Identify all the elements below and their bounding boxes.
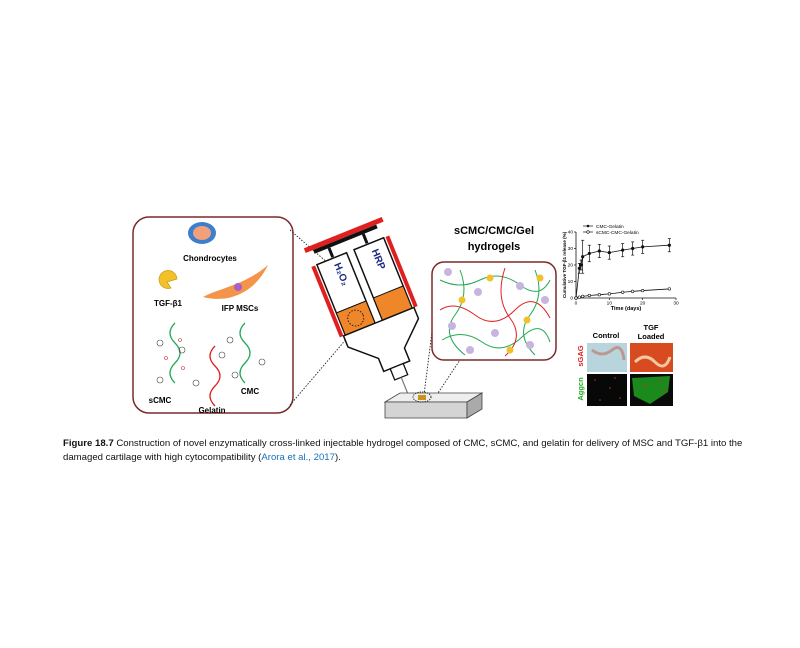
- tgf-icon: [158, 270, 178, 289]
- data-point: [587, 251, 591, 256]
- x-tick-label: 20: [640, 301, 646, 307]
- x-tick-label: 0: [575, 301, 578, 307]
- data-point: [577, 266, 581, 270]
- figure-caption: Figure 18.7 Construction of novel enzyma…: [63, 437, 743, 465]
- data-point: [641, 245, 645, 249]
- series-line-2: [575, 288, 670, 299]
- data-point: [597, 249, 601, 253]
- cells: [444, 268, 549, 354]
- y-tick-label: 40: [568, 230, 574, 236]
- legend-series-1: CMC-Gelatin: [596, 224, 624, 230]
- data-point: [581, 294, 585, 298]
- data-point: [667, 287, 671, 291]
- col-control: Control: [593, 331, 620, 340]
- data-point: [579, 263, 583, 267]
- data-point: [621, 290, 625, 294]
- hydrogel-title-line1: sCMC/CMC/Gel: [454, 225, 534, 237]
- legend-series-2: sCMC-CMC-Gelatin: [596, 230, 639, 236]
- data-point: [621, 248, 625, 252]
- dual-syringe: H₂O₂ HRP: [303, 216, 420, 402]
- label-cmc: CMC: [241, 387, 259, 396]
- data-point: [607, 292, 611, 296]
- y-axis-label: Cumulative TGF-β1 release (%): [562, 231, 567, 298]
- label-tgf: TGF-β1: [154, 299, 183, 308]
- y-tick-label: 20: [568, 263, 574, 269]
- y-tick-label: 0: [570, 296, 573, 302]
- caption-end: ).: [334, 452, 341, 463]
- data-point: [587, 293, 591, 298]
- micrograph-control-aggcn: [587, 374, 627, 406]
- caption-text: Construction of novel enzymatically cros…: [63, 438, 743, 463]
- row-sgag: sGAG: [576, 345, 585, 366]
- data-point: [597, 293, 601, 297]
- data-point: [577, 295, 581, 299]
- hydrogel-network-panel: [431, 261, 557, 361]
- y-tick-label: 30: [568, 246, 574, 252]
- polymer-chains: [156, 322, 266, 407]
- micrograph-control-sgag: [587, 343, 627, 372]
- figure-label: Figure 18.7: [63, 438, 114, 449]
- label-gelatin: Gelatin: [198, 406, 225, 415]
- data-point: [631, 289, 635, 294]
- citation-link[interactable]: Arora et al., 2017: [261, 452, 335, 463]
- histology-panel: Control TGF Loaded sGAG Aggcn: [576, 323, 673, 406]
- col-tgf-2: Loaded: [638, 332, 665, 341]
- data-point: [631, 246, 635, 251]
- data-point: [641, 288, 645, 293]
- col-tgf-1: TGF: [644, 323, 659, 332]
- x-tick-label: 30: [673, 301, 679, 307]
- x-axis-label: Time (days): [611, 306, 642, 312]
- cartilage-defect-block: [383, 391, 484, 419]
- legend: CMC-Gelatin sCMC-CMC-Gelatin: [583, 224, 639, 236]
- release-chart: 0 10 20 30 0 10 20 30 40 Time (days) Cumulative …: [562, 224, 679, 312]
- y-tick-label: 10: [568, 279, 574, 285]
- label-ifp: IFP MSCs: [222, 304, 259, 313]
- msc-cell-icon: [203, 265, 268, 299]
- hydrogel-title-line2: hydrogels: [468, 241, 521, 253]
- data-point: [667, 243, 671, 247]
- components-panel: Chondrocytes TGF-β1 IFP MSCs sCMC CMC Ge…: [132, 216, 294, 415]
- chondrocyte-icon: [188, 222, 216, 244]
- data-point: [581, 255, 585, 259]
- label-scmc: sCMC: [149, 396, 172, 405]
- x-tick-label: 10: [607, 301, 613, 307]
- data-point: [607, 251, 611, 255]
- row-aggcn: Aggcn: [576, 377, 585, 401]
- label-chondrocytes: Chondrocytes: [183, 254, 237, 263]
- data-point: [574, 296, 578, 300]
